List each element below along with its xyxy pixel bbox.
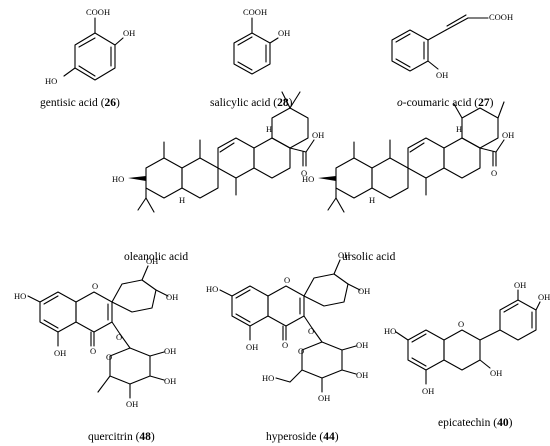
atom-label-oh: OH	[356, 370, 368, 380]
atom-label-ho: HO	[206, 284, 218, 294]
atom-label-oh: OH	[126, 399, 138, 409]
atom-label-o: O	[116, 332, 122, 342]
atom-label-oh: OH	[312, 130, 324, 140]
atom-label-o: O	[491, 168, 497, 178]
atom-label-o: O	[106, 352, 112, 362]
atom-label-h: H	[179, 195, 185, 205]
atom-label-oh: OH	[514, 280, 526, 290]
atom-label-cooh: COOH	[243, 7, 267, 17]
atom-label-o: O	[284, 275, 290, 285]
atom-label-h: H	[266, 124, 272, 134]
atom-label-oh: OH	[146, 256, 158, 266]
atom-label-ho: HO	[384, 326, 396, 336]
atom-label-oh: OH	[164, 346, 176, 356]
atom-label-oh: OH	[338, 250, 350, 260]
caption-hyperoside: hyperoside (44)	[266, 431, 339, 443]
atom-label-ho: HO	[262, 373, 274, 383]
structure-epicatechin: HO OH O OH OH OH	[384, 280, 550, 396]
atom-label-oh: OH	[422, 386, 434, 396]
atom-label-ho: HO	[45, 76, 57, 86]
atom-label-oh: OH	[538, 292, 550, 302]
caption-ursolic-acid: ursolic acid	[342, 251, 396, 263]
structure-gentisic-acid: COOH OH HO	[45, 7, 135, 86]
structure-salicylic-acid: COOH OH	[233, 7, 290, 75]
caption-oleanolic-acid: oleanolic acid	[124, 251, 188, 263]
caption-o-coumaric-acid: o-coumaric acid (27)	[397, 97, 494, 109]
structure-o-coumaric-acid: COOH OH	[391, 12, 513, 80]
atom-label-oh: OH	[490, 368, 502, 378]
atom-label-oh: OH	[278, 28, 290, 38]
atom-label-oh: OH	[164, 376, 176, 386]
atom-label-oh: OH	[246, 342, 258, 352]
atom-label-ho: HO	[302, 174, 314, 184]
atom-label-o: O	[282, 340, 288, 350]
structure-hyperoside: HO OH O O O OH OH OH OH OH HO O	[206, 250, 370, 403]
caption-salicylic-acid: salicylic acid (28)	[210, 97, 293, 109]
caption-quercitrin: quercitrin (48)	[88, 431, 155, 443]
atom-label-o: O	[298, 346, 304, 356]
caption-epicatechin: epicatechin (40)	[438, 417, 513, 429]
atom-label-oh: OH	[54, 348, 66, 358]
atom-label-ho: HO	[112, 174, 124, 184]
atom-label-cooh: COOH	[489, 12, 513, 22]
atom-label-h: H	[369, 195, 375, 205]
atom-label-o: O	[92, 281, 98, 291]
atom-label-o: O	[308, 326, 314, 336]
caption-gentisic-acid: gentisic acid (26)	[40, 97, 120, 109]
structure-oleanolic-acid: HO OH O H H	[112, 91, 324, 213]
atom-label-oh: OH	[318, 393, 330, 403]
atom-label-oh: OH	[436, 70, 448, 80]
atom-label-h: H	[456, 124, 462, 134]
atom-label-o: O	[90, 346, 96, 356]
atom-label-o: O	[301, 168, 307, 178]
atom-label-oh: OH	[123, 28, 135, 38]
atom-label-oh: OH	[358, 286, 370, 296]
atom-label-ho: HO	[14, 291, 26, 301]
structure-ursolic-acid: HO OH O H H	[302, 101, 514, 213]
atom-label-oh: OH	[502, 130, 514, 140]
atom-label-cooh: COOH	[86, 7, 110, 17]
atom-label-oh: OH	[166, 292, 178, 302]
structure-quercitrin: HO OH O O O OH OH OH OH OH O	[14, 256, 178, 409]
atom-label-o: O	[458, 319, 464, 329]
atom-label-oh: OH	[356, 340, 368, 350]
